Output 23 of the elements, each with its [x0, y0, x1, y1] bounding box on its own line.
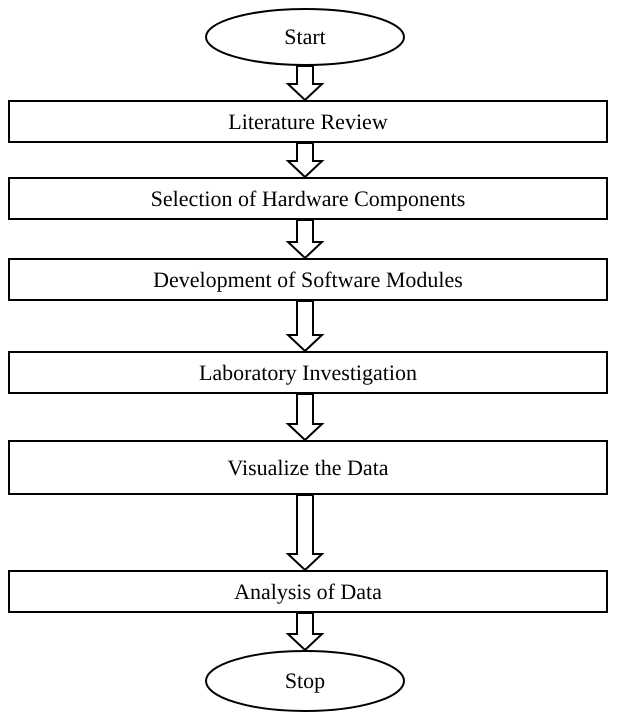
process-box	[8, 351, 608, 394]
block-arrow	[285, 219, 325, 260]
block-arrow	[285, 300, 325, 352]
terminal-ellipse	[205, 650, 405, 712]
step-label: Literature Review	[228, 108, 388, 134]
block-arrow	[285, 393, 325, 442]
step-label: Development of Software Modules	[153, 266, 463, 292]
step-label: Selection of Hardware Components	[150, 186, 466, 212]
process-box	[8, 258, 608, 301]
step-label: Start	[284, 24, 326, 50]
process-box	[8, 177, 608, 220]
process-box	[8, 440, 608, 495]
terminal-ellipse	[205, 8, 405, 66]
block-arrow	[285, 612, 325, 652]
block-arrow	[285, 65, 325, 102]
step-label: Analysis of Data	[234, 578, 382, 604]
process-box	[8, 100, 608, 143]
block-arrow	[285, 494, 325, 572]
step-label: Stop	[284, 668, 326, 694]
block-arrow	[285, 142, 325, 178]
step-label: Visualize the Data	[227, 454, 389, 480]
step-label: Laboratory Investigation	[198, 360, 418, 386]
process-box	[8, 570, 608, 613]
